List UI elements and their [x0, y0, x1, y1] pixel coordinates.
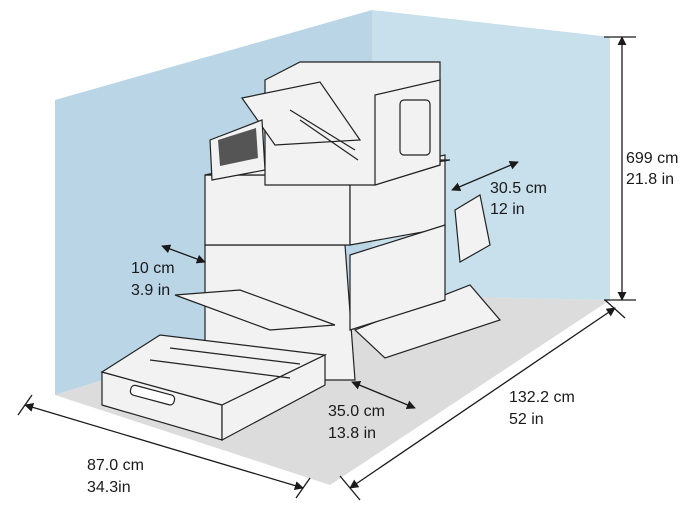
total-depth-imperial-label: 52 in [509, 411, 544, 428]
printer-machine [100, 61, 502, 442]
left-clearance-dimension-line [161, 244, 206, 264]
total-width-metric-label: 87.0 cm [87, 457, 144, 474]
total-width-imperial-label: 34.3in [87, 479, 131, 496]
total-width-dimension-line [24, 402, 304, 491]
left-clearance-imperial-label: 3.9 in [131, 282, 170, 299]
height-metric-label: 699 cm [626, 150, 678, 167]
touchscreen [218, 128, 258, 166]
front-clearance-imperial-label: 13.8 in [328, 425, 376, 442]
left-clearance-metric-label: 10 cm [131, 260, 175, 277]
total-depth-metric-label: 132.2 cm [509, 389, 575, 406]
height-imperial-label: 21.8 in [626, 171, 674, 188]
right-clearance-imperial-label: 12 in [490, 201, 525, 218]
total-depth-dimension-line [349, 307, 616, 489]
right-clearance-metric-label: 30.5 cm [490, 180, 547, 197]
front-clearance-metric-label: 35.0 cm [328, 403, 385, 420]
right-clearance-dimension-line [451, 161, 519, 191]
